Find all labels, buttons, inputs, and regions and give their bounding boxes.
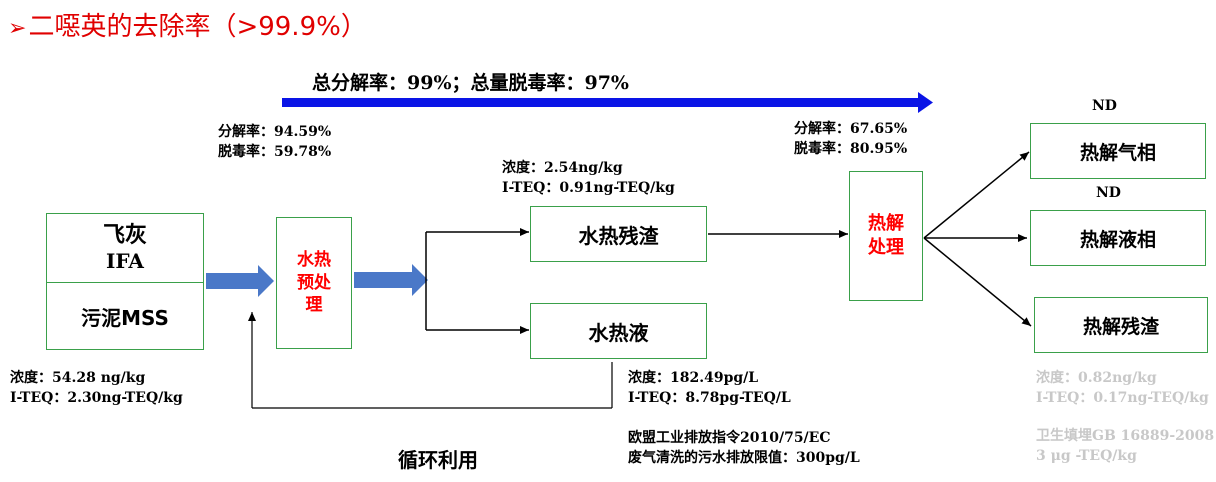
pretreat-block-arrow-icon <box>354 264 428 296</box>
input-block-arrow-icon <box>206 265 274 297</box>
page-title: ➢二噁英的去除率（>99.9%） <box>8 6 367 43</box>
landfill-std-text: 卫生填埋GB 16889-2008 <box>1036 428 1215 444</box>
bullet-arrow-icon: ➢ <box>8 16 27 41</box>
residue-teq-text: I-TEQ：0.91ng-TEQ/kg <box>502 180 675 196</box>
pyro-residue-box: 热解残渣 <box>1034 297 1208 353</box>
pyrolysis-line1: 热解 <box>868 212 904 234</box>
eu-standard: 欧盟工业排放指令2010/75/EC 废气清洗的污水排放限值：300pg/L <box>628 428 860 468</box>
pyro-liquid-box: 热解液相 <box>1030 210 1206 266</box>
landfill-limit-text: 3 μg -TEQ/kg <box>1036 448 1137 464</box>
pyro-res-conc-text: 浓度：0.82ng/kg <box>1036 370 1157 386</box>
hydro-residue-box: 水热残渣 <box>530 206 707 262</box>
pyro-gas-box: 热解气相 <box>1030 123 1206 179</box>
residue-concentration: 浓度：2.54ng/kg I-TEQ：0.91ng-TEQ/kg <box>502 158 675 198</box>
overall-rate-banner: 总分解率：99%；总量脱毒率：97% <box>312 72 629 94</box>
liquid-concentration: 浓度：182.49pg/L I-TEQ：8.78pg-TEQ/L <box>628 368 791 408</box>
pyro-detox-rate: 脱毒率：80.95% <box>794 141 908 157</box>
pyro-residue-concentration: 浓度：0.82ng/kg I-TEQ：0.17ng-TEQ/kg <box>1036 368 1209 408</box>
pyrolysis-box: 热解 处理 <box>849 171 923 301</box>
to-residue-phase-arrow <box>923 237 1032 327</box>
nd-gas-label: ND <box>1092 98 1117 114</box>
title-text: 二噁英的去除率（>99.9%） <box>28 12 367 42</box>
liquid-teq-text: I-TEQ：8.78pg-TEQ/L <box>628 390 791 406</box>
pretreat-detox-rate: 脱毒率：59.78% <box>218 144 332 160</box>
fly-ash-cell: 飞灰 IFA <box>47 214 203 283</box>
eu-limit-text: 废气清洗的污水排放限值：300pg/L <box>628 450 860 466</box>
hydro-pretreat-box: 水热 预处 理 <box>276 217 352 349</box>
fly-ash-label: 飞灰 <box>102 223 147 248</box>
liquid-conc-text: 浓度：182.49pg/L <box>628 370 759 386</box>
sludge-cell: 污泥MSS <box>81 305 169 330</box>
hydro-pretreat-line3: 理 <box>305 295 323 316</box>
to-gas-arrow <box>923 151 1030 239</box>
pyrolysis-line2: 处理 <box>868 237 904 258</box>
banner-arrow-icon <box>282 92 933 113</box>
residue-conc-text: 浓度：2.54ng/kg <box>502 160 623 176</box>
pyrolysis-rates: 分解率：67.65% 脱毒率：80.95% <box>794 119 907 159</box>
eu-directive-text: 欧盟工业排放指令2010/75/EC <box>628 430 831 446</box>
fly-ash-abbr: IFA <box>106 249 144 273</box>
recycle-label: 循环利用 <box>398 448 478 472</box>
hydro-pretreat-line1: 水热 <box>297 249 331 270</box>
input-teq-text: I-TEQ：2.30ng-TEQ/kg <box>10 390 183 406</box>
pretreat-decomp-rate: 分解率：94.59% <box>218 124 332 140</box>
pyro-decomp-rate: 分解率：67.65% <box>794 121 908 137</box>
input-concentration: 浓度：54.28 ng/kg I-TEQ：2.30ng-TEQ/kg <box>10 368 183 408</box>
nd-liquid-label: ND <box>1096 185 1121 201</box>
pretreat-rates: 分解率：94.59% 脱毒率：59.78% <box>218 122 331 162</box>
input-conc-text: 浓度：54.28 ng/kg <box>10 370 146 386</box>
pyro-res-teq-text: I-TEQ：0.17ng-TEQ/kg <box>1036 390 1209 406</box>
hydro-liquid-box: 水热液 <box>530 303 707 359</box>
input-box: 飞灰 IFA 污泥MSS <box>46 213 204 350</box>
landfill-standard: 卫生填埋GB 16889-2008 3 μg -TEQ/kg <box>1036 426 1214 466</box>
hydro-pretreat-line2: 预处 <box>297 272 331 293</box>
